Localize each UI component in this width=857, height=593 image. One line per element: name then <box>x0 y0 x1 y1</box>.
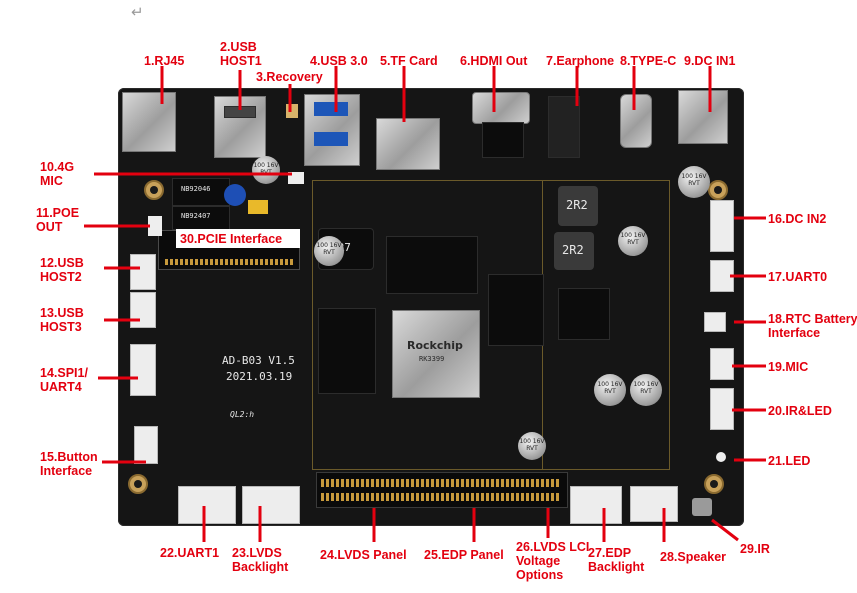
cap-right-1: 100 16V RVT <box>678 166 710 198</box>
board-serial: QL2:h <box>230 410 255 419</box>
yellow-cap <box>248 200 268 214</box>
board-name: AD-B03 V1.5 <box>222 354 295 367</box>
connector-pins-bottom <box>321 493 561 501</box>
edp-backlight-header <box>570 486 622 524</box>
label-lvds-backlight: 23.LVDS Backlight <box>232 546 289 574</box>
soc-rk3399: Rockchip RK3399 <box>392 310 480 398</box>
mount-hole-tl <box>144 180 164 200</box>
label-ir: 29.IR <box>740 542 770 556</box>
board-photo: NB92046 NB92407 100 16V RVT Rockchip RK3… <box>118 88 744 526</box>
label-dc-in2: 16.DC IN2 <box>768 212 827 226</box>
mount-hole-bl <box>128 474 148 494</box>
cap-soc: 100 16V RVT <box>314 236 344 266</box>
label-uart0: 17.UART0 <box>768 270 828 284</box>
cap-right-5: 100 16V RVT <box>518 432 546 460</box>
connector-pins-top <box>321 479 561 487</box>
pmic-chip <box>558 288 610 340</box>
type-c-port <box>620 94 652 148</box>
label-mic: 19.MIC <box>768 360 809 374</box>
ram-chip-1 <box>386 236 478 294</box>
label-type-c: 8.TYPE-C <box>620 54 677 68</box>
label-ir-led: 20.IR&LED <box>768 404 832 418</box>
chip-small-2-text: NB92407 <box>181 212 211 220</box>
cap-right-3: 100 16V RVT <box>594 374 626 406</box>
ir-receiver <box>692 498 712 516</box>
uart1-header <box>178 486 236 524</box>
button-header <box>134 426 158 464</box>
label-lvds-panel: 24.LVDS Panel <box>320 548 407 562</box>
label-usb3: 4.USB 3.0 <box>310 54 368 68</box>
ram-chip-2 <box>318 308 376 394</box>
line-ir <box>711 518 739 542</box>
label-earphone: 7.Earphone <box>546 54 615 68</box>
inductor-2r2-a: 2R2 <box>558 186 598 226</box>
label-usb-host3: 13.USB HOST3 <box>40 306 84 334</box>
poe-header <box>148 216 162 236</box>
lvds-edp-connectors <box>316 472 568 508</box>
inductor-1-text: 2R2 <box>566 198 588 212</box>
transformer-chip: NB92407 <box>172 206 230 230</box>
emmc-chip <box>488 274 544 346</box>
label-spi1-uart4: 14.SPI1/ UART4 <box>40 366 88 394</box>
inductor-2-text: 2R2 <box>562 243 584 257</box>
earphone-jack <box>548 96 580 158</box>
speaker-header <box>630 486 678 522</box>
label-led: 21.LED <box>768 454 811 468</box>
label-usb-host1: 2.USB HOST1 <box>220 40 262 68</box>
label-lvds-lcd-voltage: 26.LVDS LCI Voltage Options <box>516 540 590 582</box>
soc-brand: Rockchip <box>407 339 463 352</box>
cap-right-2: 100 16V RVT <box>618 226 648 256</box>
label-pcie-interface: 30.PCIE Interface <box>180 232 283 246</box>
usb-host2-header <box>130 254 156 290</box>
dc-in1-jack <box>678 90 728 144</box>
label-recovery: 3.Recovery <box>256 70 323 84</box>
pcie-pins <box>165 259 293 265</box>
label-speaker: 28.Speaker <box>660 550 727 564</box>
label-4g-mic: 10.4G MIC <box>40 160 75 188</box>
label-edp-panel: 25.EDP Panel <box>424 548 504 562</box>
tf-card-slot <box>376 118 440 170</box>
label-dc-in1: 9.DC IN1 <box>684 54 736 68</box>
label-edp-backlight: 27.EDP Backlight <box>588 546 645 574</box>
mount-hole-br <box>704 474 724 494</box>
rtc-header <box>704 312 726 332</box>
return-symbol: ↵ <box>131 4 144 21</box>
inductor-2r2-b: 2R2 <box>554 232 594 270</box>
board-date: 2021.03.19 <box>226 370 293 383</box>
spi1-uart4-header <box>130 344 156 396</box>
label-rtc-battery: 18.RTC Battery Interface <box>768 312 857 340</box>
label-tf-card: 5.TF Card <box>380 54 438 68</box>
rj45-jack <box>122 92 176 152</box>
label-hdmi-out: 6.HDMI Out <box>460 54 528 68</box>
label-button-interface: 15.Button Interface <box>40 450 98 478</box>
usb3-tongue-2 <box>314 132 348 146</box>
lvds-backlight-header <box>242 486 300 524</box>
usb3-tongue <box>314 102 348 116</box>
chip-small-1-text: NB92046 <box>181 185 211 193</box>
led <box>716 452 726 462</box>
label-poe-out: 11.POE OUT <box>36 206 80 234</box>
cap-right-4: 100 16V RVT <box>630 374 662 406</box>
label-uart1: 22.UART1 <box>160 546 220 560</box>
mount-hole-tr <box>708 180 728 200</box>
blue-cap <box>224 184 246 206</box>
mic-header <box>710 348 734 380</box>
dc-in2-header <box>710 200 734 252</box>
soc-model: RK3399 <box>419 355 445 363</box>
usb-host3-header <box>130 292 156 328</box>
hdmi-body <box>482 122 524 158</box>
label-usb-host2: 12.USB HOST2 <box>40 256 84 284</box>
pcie-label-box <box>176 229 300 248</box>
label-rj45: 1.RJ45 <box>144 54 185 68</box>
